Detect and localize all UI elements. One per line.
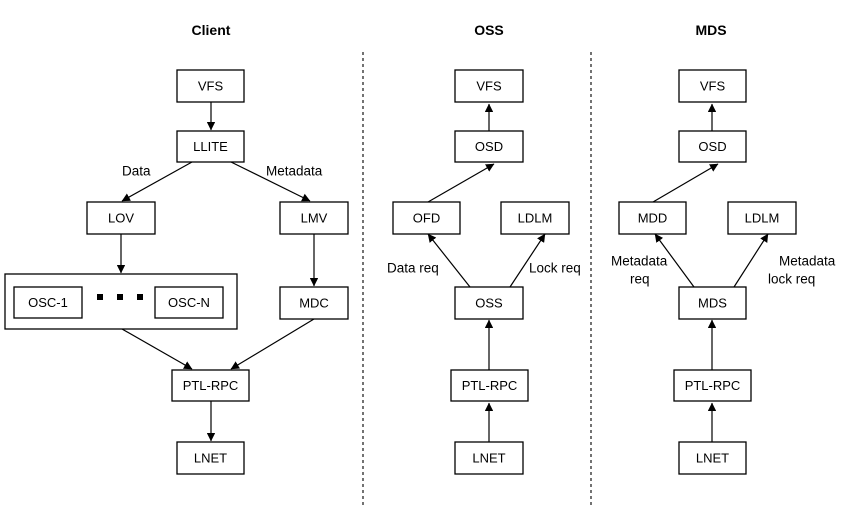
- ellipsis-dot-2: [117, 294, 123, 300]
- edge-oss-ofd: [427, 233, 471, 288]
- edge-llite-lov: [121, 161, 193, 202]
- mds-label-metadata-req-line1: Metadata: [611, 254, 668, 269]
- edge-llite-lmv: [230, 161, 311, 202]
- mds-mds-label: MDS: [698, 296, 727, 311]
- client-lmv-label: LMV: [301, 211, 328, 226]
- client-label-metadata: Metadata: [266, 164, 323, 179]
- client-vfs-label: VFS: [198, 79, 224, 94]
- oss-lnet-box: [454, 441, 524, 475]
- client-ptlrpc-label: PTL-RPC: [183, 378, 239, 393]
- edge-mdc-ptlrpc: [230, 318, 315, 370]
- client-llite-label: LLITE: [193, 139, 228, 154]
- client-llite-box: [176, 130, 245, 163]
- oss-ldlm-label: LDLM: [518, 211, 553, 226]
- client-osc-group: [4, 273, 238, 330]
- mds-column: Metadata req Metadata lock req VFS OSD M…: [611, 69, 836, 475]
- mds-mdd-label: MDD: [638, 211, 668, 226]
- mds-osd-box: [678, 130, 747, 163]
- mds-mds-box: [678, 286, 747, 320]
- oss-osd-box: [454, 130, 524, 163]
- client-ptlrpc-box: [171, 369, 250, 402]
- edge-mds-mdd: [654, 233, 695, 288]
- edge-mds-ldlm: [733, 233, 769, 288]
- ellipsis-dot-3: [137, 294, 143, 300]
- client-lov-box: [86, 201, 156, 235]
- client-column: Data Metadata VFS LLITE LOV LMV OSC-1 OS…: [4, 69, 349, 475]
- mds-label-metadata-req-line2: req: [630, 272, 650, 287]
- oss-ptlrpc-label: PTL-RPC: [462, 378, 518, 393]
- mds-lnet-box: [678, 441, 747, 475]
- oss-oss-box: [454, 286, 524, 320]
- oss-column: Data req Lock req VFS OSD OFD LDLM OSS P…: [387, 69, 581, 475]
- ellipsis-dot-1: [97, 294, 103, 300]
- client-lnet-label: LNET: [194, 451, 227, 466]
- oss-ofd-box: [392, 201, 461, 235]
- edge-oss-ldlm: [509, 233, 546, 288]
- mds-ptlrpc-box: [673, 369, 752, 402]
- client-column-title: Client: [192, 22, 231, 38]
- oss-vfs-label: VFS: [476, 79, 502, 94]
- mds-lnet-label: LNET: [696, 451, 729, 466]
- oss-label-lock-req: Lock req: [529, 261, 581, 276]
- client-mdc-label: MDC: [299, 296, 329, 311]
- oss-label-data-req: Data req: [387, 261, 439, 276]
- edge-osc-ptlrpc: [121, 328, 193, 370]
- oss-column-title: OSS: [474, 22, 504, 38]
- oss-ptlrpc-box: [450, 369, 529, 402]
- mds-mdd-box: [618, 201, 687, 235]
- mds-vfs-box: [678, 69, 747, 103]
- mds-osd-label: OSD: [698, 139, 726, 154]
- mds-ldlm-label: LDLM: [745, 211, 780, 226]
- oss-ofd-label: OFD: [413, 211, 440, 226]
- edge-ofd-osd: [427, 163, 495, 203]
- client-oscn-box: [154, 286, 224, 319]
- mds-ldlm-box: [727, 201, 797, 235]
- client-oscn-label: OSC-N: [168, 295, 210, 310]
- oss-vfs-box: [454, 69, 524, 103]
- client-lnet-box: [176, 441, 245, 475]
- mds-label-metadata-lock-req-line2: lock req: [768, 272, 815, 287]
- client-osc1-label: OSC-1: [28, 295, 68, 310]
- mds-vfs-label: VFS: [700, 79, 726, 94]
- client-lmv-box: [279, 201, 349, 235]
- client-vfs-box: [176, 69, 245, 103]
- oss-osd-label: OSD: [475, 139, 503, 154]
- oss-lnet-label: LNET: [472, 451, 505, 466]
- edge-mdd-osd: [652, 163, 719, 203]
- client-label-data: Data: [122, 164, 151, 179]
- client-mdc-box: [279, 286, 349, 320]
- mds-ptlrpc-label: PTL-RPC: [685, 378, 741, 393]
- mds-label-metadata-lock-req-line1: Metadata: [779, 254, 836, 269]
- oss-oss-label: OSS: [475, 296, 503, 311]
- client-lov-label: LOV: [108, 211, 134, 226]
- oss-ldlm-box: [500, 201, 570, 235]
- client-osc1-box: [13, 286, 83, 319]
- mds-column-title: MDS: [695, 22, 726, 38]
